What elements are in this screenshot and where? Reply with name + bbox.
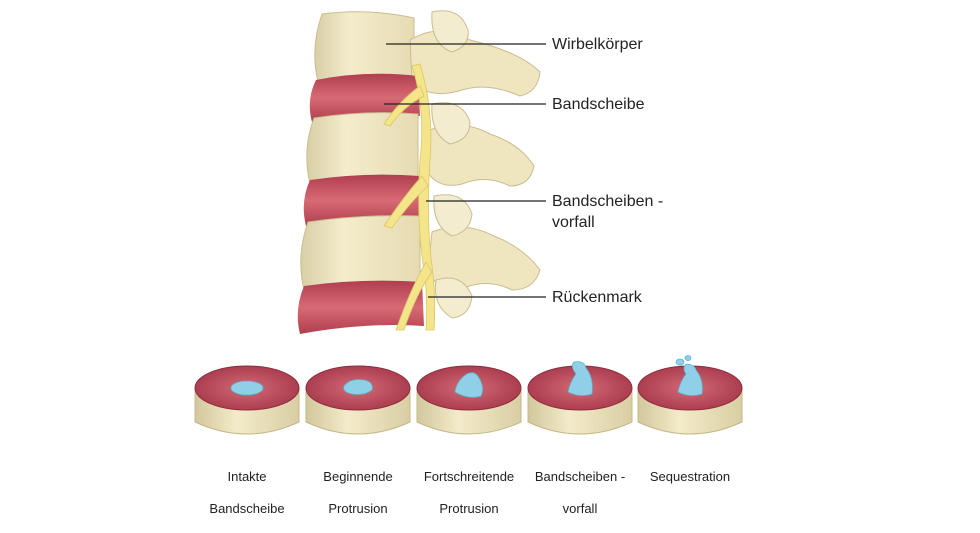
stage-caption-3: Fortschreitende Protrusion (409, 453, 529, 533)
stage-caption-line2: vorfall (562, 501, 598, 516)
disc-stage-intact (194, 365, 300, 435)
stage-caption-line2: Bandscheibe (209, 501, 285, 516)
disc-stage-herniation (527, 361, 633, 435)
label-disc: Bandscheibe (552, 96, 645, 113)
nucleus (567, 361, 593, 396)
nerve-root-1 (383, 85, 425, 127)
nerve-root-2 (383, 175, 429, 229)
disc-stage-sequestration (637, 355, 743, 435)
disc-stages (194, 355, 743, 435)
nucleus (343, 379, 373, 395)
stage-caption-1: Intakte Bandscheibe (187, 453, 307, 533)
vertebral-body-1 (314, 11, 415, 83)
spine-diagram (194, 10, 743, 435)
articular-process-2 (431, 102, 471, 145)
vertebral-body-2 (306, 112, 419, 185)
stage-caption-line1: Bandscheiben - (534, 469, 626, 484)
nucleus (454, 372, 483, 398)
stage-caption-2: Beginnende Protrusion (298, 453, 418, 533)
intervertebral-disc-3 (297, 280, 424, 334)
disc-stage-beginning-protrusion (305, 365, 411, 435)
stage-caption-line1: Beginnende (323, 469, 393, 484)
articular-process-4 (434, 277, 473, 319)
stage-caption-line1: Fortschreitende (423, 469, 515, 484)
nerve-root-3 (395, 261, 433, 331)
label-herniation-line1: Bandscheiben - (552, 193, 664, 210)
spinous-process-1 (409, 30, 541, 97)
stage-caption-line1: Sequestration (649, 469, 731, 484)
spine-column (297, 10, 541, 334)
articular-process-3 (433, 194, 473, 237)
nucleus (677, 363, 703, 396)
stage-caption-4: Bandscheiben - vorfall (520, 453, 640, 533)
stage-caption-line2: Protrusion (439, 501, 499, 516)
sequestered-fragment (684, 355, 692, 361)
spinal-cord (411, 63, 436, 331)
label-herniation-line2: vorfall (552, 214, 595, 231)
nucleus (230, 380, 264, 396)
leader-lines (384, 43, 546, 298)
label-vertebral-body: Wirbelkörper (552, 36, 643, 53)
disc-stage-advanced-protrusion (416, 365, 522, 435)
intervertebral-disc-1 (309, 73, 420, 122)
vertebral-body-3 (300, 215, 421, 291)
label-spinal-cord: Rückenmark (552, 289, 642, 306)
stage-caption-line2: Protrusion (328, 501, 388, 516)
stage-caption-5: Sequestration (630, 453, 750, 517)
stage-caption-line1: Intakte (227, 469, 267, 484)
sequestered-fragment (675, 358, 685, 366)
